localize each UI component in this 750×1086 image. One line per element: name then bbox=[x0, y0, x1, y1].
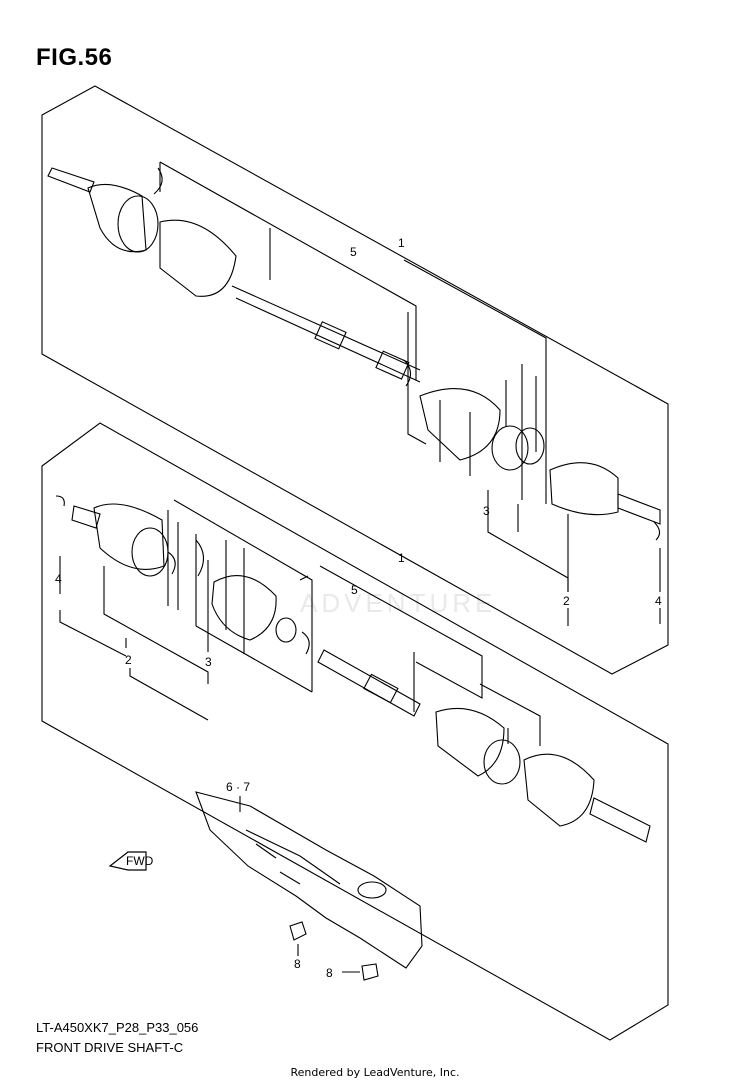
upper-callout-1: 1 bbox=[398, 236, 405, 250]
fwd-label: FWD bbox=[126, 854, 154, 868]
lower-drive-shaft bbox=[55, 495, 651, 843]
lower-callout-3: 3 bbox=[205, 655, 212, 669]
bolt-lower bbox=[342, 963, 379, 981]
bolt-callout-upper: 8 bbox=[294, 957, 301, 971]
watermark: ADVENTURE bbox=[300, 588, 497, 618]
upper-callout-5: 5 bbox=[350, 245, 357, 259]
lower-panel-frame bbox=[41, 422, 669, 1041]
diagram-code: LT-A450XK7_P28_P33_056 bbox=[36, 1020, 199, 1035]
rendered-by: Rendered by LeadVenture, Inc. bbox=[290, 1066, 460, 1079]
upper-callout-3: 3 bbox=[483, 504, 490, 518]
upper-callout-4: 4 bbox=[655, 594, 662, 608]
lower-callout-2: 2 bbox=[125, 653, 132, 667]
fwd-arrow: FWD bbox=[108, 851, 154, 871]
diagram-name: FRONT DRIVE SHAFT-C bbox=[36, 1040, 184, 1055]
bolt-callout-lower: 8 bbox=[326, 966, 333, 980]
lower-callout-5: 5 bbox=[351, 583, 358, 597]
upper-panel-frame bbox=[41, 85, 669, 675]
guard-callout: 6 · 7 bbox=[226, 780, 250, 794]
lower-callout-4: 4 bbox=[55, 572, 62, 586]
upper-drive-shaft bbox=[47, 167, 661, 541]
upper-callout-2: 2 bbox=[563, 594, 570, 608]
skid-guard bbox=[195, 791, 423, 969]
figure-title: FIG.56 bbox=[36, 44, 113, 71]
bolt-upper bbox=[289, 921, 307, 956]
lower-callout-1: 1 bbox=[398, 551, 405, 565]
